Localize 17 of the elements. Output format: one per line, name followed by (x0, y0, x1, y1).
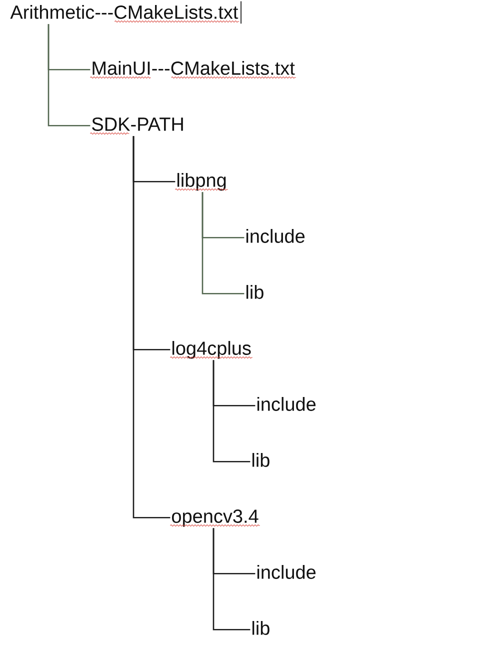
tree-connector (48, 24, 90, 126)
tree-label: MainUI---CMakeLists.txt (92, 60, 295, 75)
tree-label: log4cplus (172, 340, 251, 359)
tree-label: include (246, 228, 305, 243)
tree-label: libpng (178, 172, 226, 191)
tree-label: lib (252, 452, 270, 467)
tree-connector (212, 528, 250, 630)
tree-label: include (257, 564, 316, 579)
tree-label: include (257, 396, 316, 411)
tree-connector (132, 136, 170, 518)
tree-label: opencv3.4 (172, 509, 258, 527)
tree-label: lib (246, 284, 264, 299)
tree-label: SDK-PATH (92, 117, 183, 131)
tree-connector (202, 192, 244, 294)
tree-label: Arithmetic---CMakeLists.txt (10, 4, 238, 19)
tree-label: lib (252, 620, 270, 635)
tree-connector (212, 360, 250, 462)
